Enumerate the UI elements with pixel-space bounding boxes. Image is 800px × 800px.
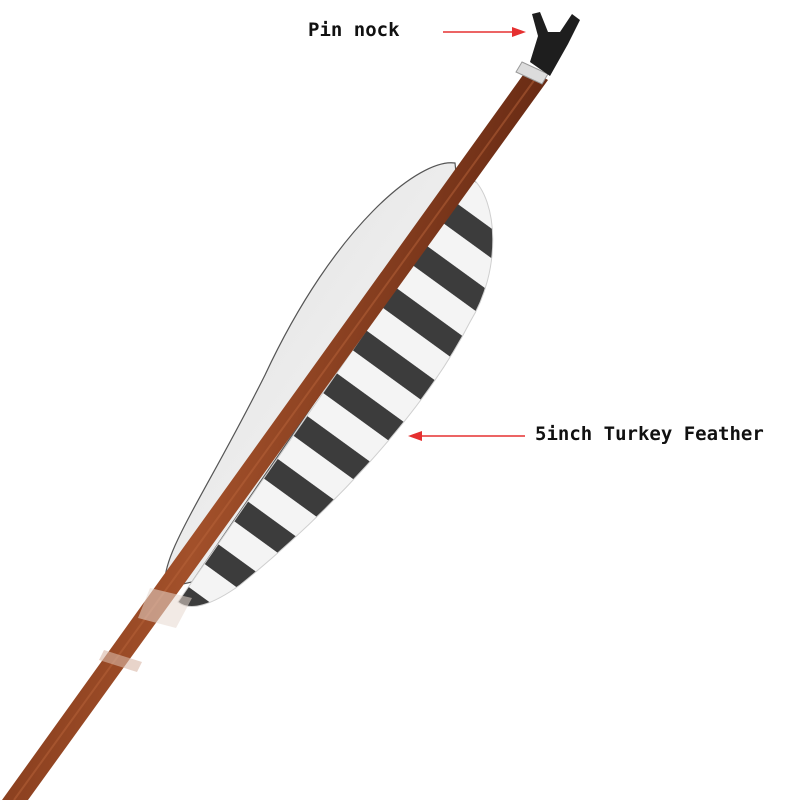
nock-ring xyxy=(515,61,549,85)
fletching-wrap xyxy=(138,588,192,628)
pin-nock-label: Pin nock xyxy=(308,19,400,41)
arrow-shaft xyxy=(2,68,548,800)
right-feather-vane xyxy=(177,177,494,607)
shaft-band xyxy=(99,650,142,672)
pin-nock-pointer xyxy=(443,27,526,37)
feather-pointer xyxy=(408,431,525,441)
feather-label: 5inch Turkey Feather xyxy=(535,423,764,445)
pin-nock xyxy=(530,12,580,76)
